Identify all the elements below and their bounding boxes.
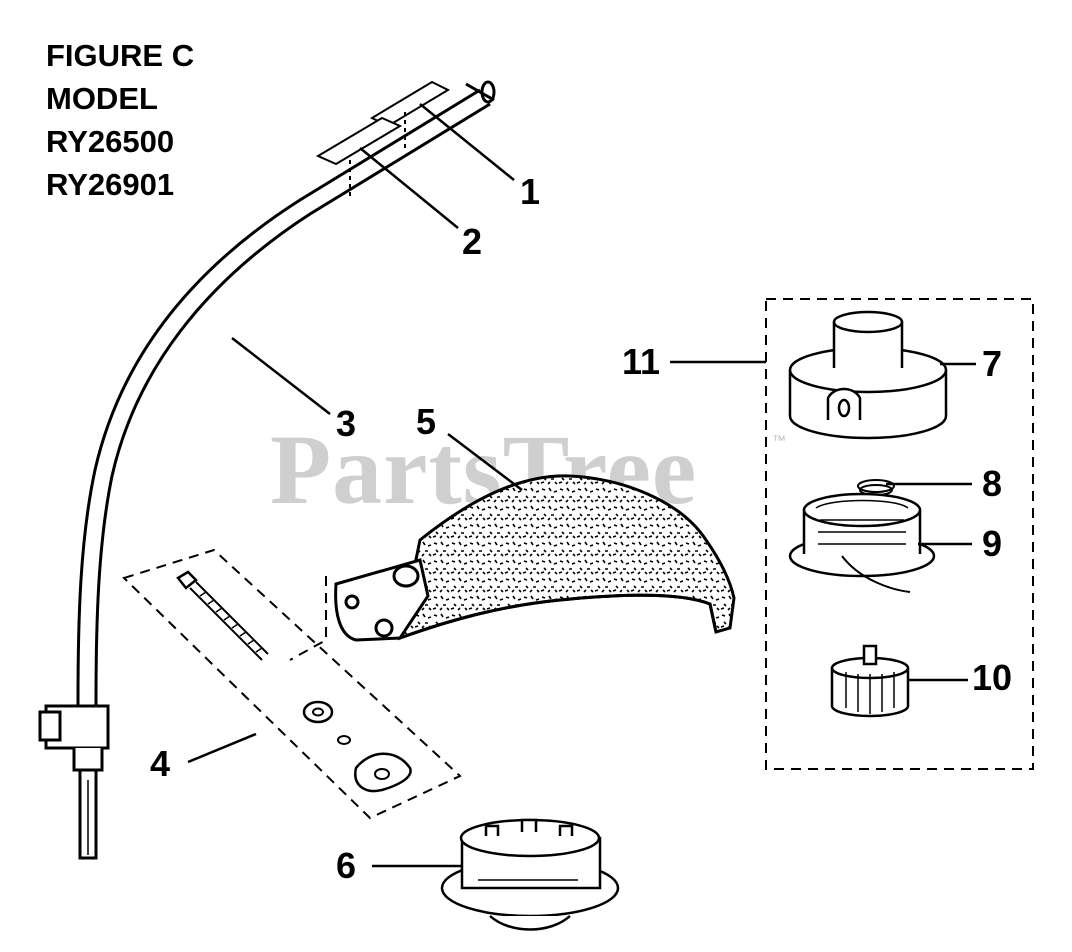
callout-3: 3 [336,403,357,444]
callout-2: 2 [462,221,483,262]
spool-assembly-box-part-11 [765,298,1034,770]
callout-9: 9 [982,523,1003,564]
callout-leaders [187,103,976,868]
spool-part-9 [788,492,936,593]
label-decal-part-2 [315,116,403,200]
cover-part-7 [788,310,948,440]
callout-4: 4 [150,743,171,784]
callout-1: 1 [520,171,541,212]
callout-8: 8 [982,463,1003,504]
bump-knob-part-10 [830,644,910,718]
model-label: MODEL [46,81,158,116]
spring-part-8 [857,479,895,496]
spool-housing-part-6 [440,818,620,931]
callout-5: 5 [416,401,437,442]
callout-10: 10 [972,657,1013,698]
callout-11: 11 [622,341,661,382]
figure-title: FIGURE C MODEL RY26500 RY26901 [46,34,194,206]
model-number-2: RY26901 [46,167,175,202]
model-number-1: RY26500 [46,124,175,159]
watermark-trademark: ™ [772,432,786,448]
shaft-part-3 [38,80,496,860]
guard-part-5 [334,474,736,642]
callout-6: 6 [336,845,357,886]
figure-label: FIGURE C [46,38,195,73]
hardware-kit-part-4 [122,548,462,820]
callout-7: 7 [982,343,1003,384]
